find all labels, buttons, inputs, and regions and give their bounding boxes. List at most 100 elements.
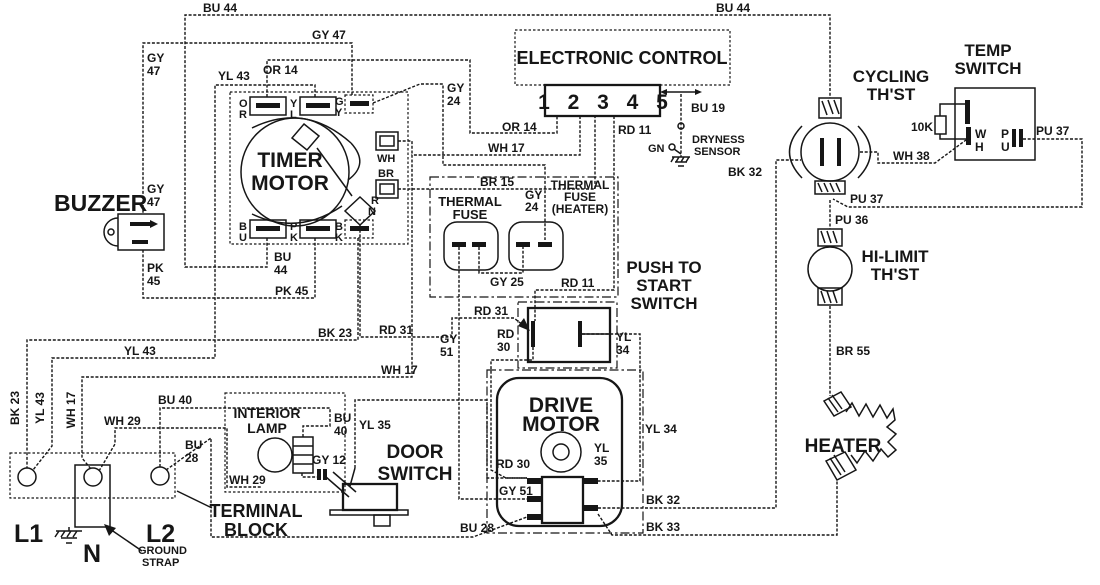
label-door: DOOR: [387, 442, 444, 463]
wire-pu37: [832, 138, 1083, 208]
wire-label-gy47-buzzer-1: GY: [147, 182, 164, 196]
wire-label-bu44-top-right: BU 44: [716, 1, 750, 15]
timer-term-bk: [344, 219, 374, 239]
wire-label-bu40-lamp-1: BU: [334, 411, 351, 425]
cycling-contact-2: [837, 138, 841, 166]
wire-label-wh29-left: WH 29: [104, 414, 141, 428]
label-ground: GROUND: [138, 545, 187, 557]
lamp-socket-ridges: [293, 445, 313, 465]
wire-label-bu40-left: BU 40: [158, 393, 192, 407]
sensor-arrow-left: [660, 89, 667, 95]
wire-label-rd31-left: RD 31: [379, 323, 413, 337]
wire-label-bk32-right: BK 32: [728, 165, 762, 179]
wire-label-yl43-timer: YL 43: [218, 69, 250, 83]
timer-letter-u: U: [239, 232, 247, 244]
label-tf-2: FUSE: [453, 207, 488, 222]
wire-label-br55: BR 55: [836, 344, 870, 358]
pts-body: [526, 306, 612, 364]
label-drive: DRIVE: [529, 394, 593, 417]
thermal-fuse-body: [443, 221, 499, 271]
wire-bu44: [184, 14, 831, 268]
wire-wh29: [98, 427, 262, 488]
heater-element: [845, 401, 898, 465]
wire-label-pk45-bottom: PK 45: [275, 284, 309, 298]
label-hilimit: HI-LIMIT: [861, 247, 929, 266]
hilimit-top-hatch: [820, 230, 838, 244]
label-cycling: CYCLING: [853, 67, 930, 86]
timer-letter-g: G: [335, 96, 344, 108]
temp-switch-body: [954, 87, 1036, 161]
temp-pin-p2: [1019, 129, 1023, 147]
gn-node: [668, 143, 676, 151]
motor-rotor: [540, 431, 582, 473]
motor-body: [495, 376, 624, 528]
timer-letter-k2: K: [335, 232, 343, 244]
label-interior: INTERIOR: [234, 405, 301, 421]
door-switch-lever: [349, 467, 356, 487]
ground-symbol-ec: [670, 156, 690, 167]
wire-label-wh17-mid: WH 17: [488, 141, 525, 155]
timer-letter-k: K: [290, 232, 298, 244]
timer-letter-r: R: [239, 109, 247, 121]
door-switch-contact-1: [325, 476, 350, 498]
wire-label-gy51-mid-2: 51: [440, 345, 454, 359]
timer-term-wh-box: [375, 131, 399, 151]
terminal-block-outline: [9, 452, 176, 499]
label-n: N: [83, 540, 101, 568]
sensor-arrow-right: [695, 89, 702, 95]
timer-cam-link: [316, 147, 353, 197]
terminal-block: L1 N L2 TERMINAL BLOCK GROUND STRAP: [9, 452, 303, 569]
timer-cam-curve-3: [251, 205, 343, 225]
label-temp: TEMP: [964, 41, 1011, 60]
wire-bu40: [159, 407, 331, 467]
timer-term-or: [249, 96, 287, 116]
lamp-bulb: [257, 437, 293, 473]
hi-limit-thermostat: HI-LIMIT TH'ST: [807, 228, 929, 306]
motor-pin-rd30: [527, 478, 542, 484]
pts-contact-right: [578, 321, 582, 347]
sensor-node: [677, 122, 685, 130]
label-tfh-3: (HEATER): [552, 202, 608, 216]
wire-label-bk32-motor: BK 32: [646, 493, 680, 507]
wire-label-gy47-buzzer-2: 47: [147, 195, 161, 209]
timer-letter-wh: WH: [377, 153, 395, 165]
wire-label-wh38: WH 38: [893, 149, 930, 163]
wire-label-bu19: BU 19: [691, 101, 725, 115]
wire-rd11: [534, 116, 615, 321]
heater-terminal-bottom: [824, 451, 858, 481]
label-heater: HEATER: [805, 436, 882, 457]
tf-pin-right: [472, 242, 486, 247]
hilimit-body: [807, 246, 853, 292]
timer-cam-curve-1: [251, 117, 352, 144]
cycling-wing-right: [857, 125, 872, 179]
buzzer-terminal-arrow: [150, 220, 158, 228]
label-temp-w: W: [975, 127, 987, 141]
fuse-assembly-outline: [429, 176, 619, 298]
label-pts-3: SWITCH: [630, 294, 697, 313]
timer-term-pk-pin: [306, 226, 330, 231]
wire-label-pu37-mid: PU 37: [850, 192, 884, 206]
wire-pk45: [142, 238, 316, 299]
wire-label-gy51-mid-1: GY: [440, 332, 457, 346]
timer-term-bk-pin: [350, 226, 369, 231]
motor-assembly-outline: [486, 369, 644, 534]
wire-label-pk45-buzzer-1: PK: [147, 261, 164, 275]
label-strap: STRAP: [142, 557, 179, 569]
timer-outline: [229, 91, 409, 245]
timer-term-pk: [299, 219, 337, 239]
timer-term-br-box: [375, 179, 399, 199]
cycling-top-terminal: [818, 97, 842, 119]
wire-label-gy25: GY 25: [490, 275, 524, 289]
wire-rd31: [359, 225, 529, 338]
door-switch: DOOR SWITCH: [325, 442, 452, 527]
timer-term-gy: [344, 94, 374, 114]
label-electronic-control: ELECTRONIC CONTROL: [517, 48, 728, 68]
wire-label-or14-mid: OR 14: [502, 120, 537, 134]
buzzer-terminal-top: [130, 222, 150, 226]
label-drive-motor: MOTOR: [522, 413, 600, 436]
timer-letter-b: B: [239, 221, 247, 233]
tfh-pin-left: [516, 242, 530, 247]
interior-lamp: INTERIOR LAMP: [224, 392, 346, 493]
label-gn: GN: [648, 143, 665, 155]
wire-label-bu40-lamp-2: 40: [334, 424, 348, 438]
